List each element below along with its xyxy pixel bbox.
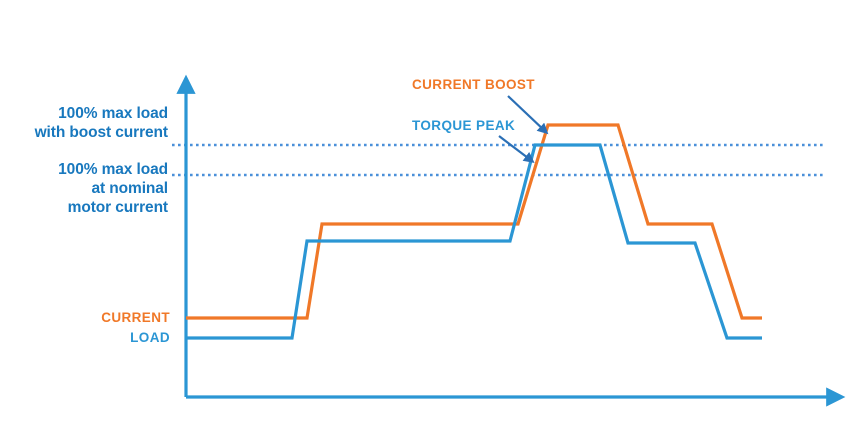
torque-peak-arrow-icon — [498, 135, 535, 163]
series-line-load — [186, 143, 762, 340]
reference-label-max-load-boost: 100% max load with boost current — [34, 105, 169, 141]
series-label-load: LOAD — [130, 330, 170, 345]
series-label-current: CURRENT — [101, 310, 170, 325]
annotation-current-boost: CURRENT BOOST — [412, 77, 535, 92]
annotation-torque-peak: TORQUE PEAK — [412, 118, 516, 133]
reference-label-max-load-nominal: 100% max load at nominal motor current — [58, 161, 168, 216]
current-boost-arrow-icon — [507, 95, 549, 135]
series-line-current — [186, 123, 762, 320]
